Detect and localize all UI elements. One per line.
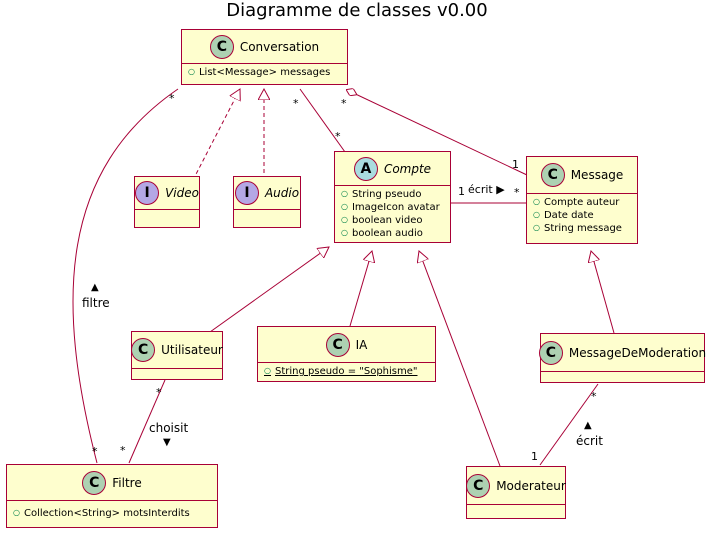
interface-audio[interactable]: I Audio (233, 176, 301, 228)
edge-utilisateur-compte (209, 247, 329, 333)
attribute: List<Message> messages (188, 66, 341, 79)
interface-video[interactable]: I Video (134, 176, 200, 228)
edge-moderateur-compte (419, 251, 501, 467)
class-name: Utilisateur (161, 343, 223, 357)
association-label: choisit (149, 421, 189, 435)
multiplicity-label: 1 (531, 450, 538, 463)
attribute: Compte auteur (533, 196, 631, 209)
class-name: Video (165, 186, 199, 200)
static-attribute: String pseudo = "Sophisme" (264, 365, 429, 378)
class-badge-icon: C (131, 338, 156, 362)
multiplicity-label: * (341, 97, 347, 110)
class-filtre[interactable]: C Filtre Collection<String> motsInterdit… (6, 464, 218, 528)
class-badge-icon: C (466, 473, 491, 498)
multiplicity-label: * (335, 130, 341, 143)
direction-arrow-icon: ▼ (163, 437, 171, 448)
class-moderateur[interactable]: C Moderateur (466, 466, 566, 519)
edge-conversation-message (347, 90, 528, 176)
attribute: ImageIcon avatar (341, 201, 444, 214)
edge-utilisateur-filtre (128, 379, 166, 464)
class-compte[interactable]: A Compte String pseudo ImageIcon avatar … (334, 151, 451, 243)
class-badge-icon: C (209, 34, 234, 59)
class-name: MessageDeModeration (568, 345, 707, 360)
edge-conversation-compte (299, 88, 346, 153)
class-conversation[interactable]: C Conversation List<Message> messages (181, 29, 348, 85)
multiplicity-label: * (92, 445, 98, 458)
edge-video-conversation (192, 89, 240, 181)
class-name: Filtre (112, 475, 142, 490)
class-messagedemoderation[interactable]: C MessageDeModeration (538, 333, 707, 383)
interface-badge-icon: I (135, 181, 160, 205)
multiplicity-label: * (120, 444, 126, 457)
attribute: String pseudo (341, 188, 444, 201)
multiplicity-label: * (169, 92, 175, 105)
edge-mdm-message (591, 251, 615, 334)
multiplicity-label: 1 (458, 185, 465, 198)
class-name: Conversation (239, 39, 320, 54)
class-badge-icon: C (82, 470, 107, 495)
class-name: Moderateur (496, 478, 566, 493)
class-name: Compte (383, 161, 432, 176)
class-badge-icon: C (325, 332, 350, 357)
edge-mdm-moderateur (539, 383, 599, 466)
interface-badge-icon: I (234, 181, 259, 205)
association-label: écrit (576, 434, 603, 448)
class-name: Message (570, 168, 624, 182)
attribute: boolean video (341, 214, 444, 227)
class-ia[interactable]: C IA String pseudo = "Sophisme" (257, 326, 436, 382)
attribute: String message (533, 222, 631, 235)
class-badge-icon: C (538, 340, 563, 365)
multiplicity-label: * (156, 386, 162, 399)
class-utilisateur[interactable]: C Utilisateur (131, 331, 223, 380)
direction-arrow-icon: ▲ (91, 282, 99, 293)
multiplicity-label: * (591, 390, 597, 403)
multiplicity-label: * (514, 186, 520, 199)
class-message[interactable]: C Message Compte auteur Date date String… (526, 156, 638, 244)
abstract-badge-icon: A (353, 156, 378, 181)
association-label: écrit ▶ (468, 183, 505, 196)
attribute: Date date (533, 209, 631, 222)
direction-arrow-icon: ▲ (584, 420, 592, 431)
multiplicity-label: 1 (512, 158, 519, 171)
class-name: IA (355, 337, 368, 352)
class-name: Audio (264, 186, 300, 200)
class-badge-icon: C (540, 163, 565, 187)
attribute: boolean audio (341, 227, 444, 240)
diagram-title: Diagramme de classes v0.00 (226, 0, 488, 21)
association-label: filtre (82, 296, 110, 310)
multiplicity-label: * (293, 97, 299, 110)
attribute: Collection<String> motsInterdits (13, 507, 211, 520)
edge-ia-compte (349, 251, 372, 327)
edge-conversation-filtre (72, 88, 179, 464)
